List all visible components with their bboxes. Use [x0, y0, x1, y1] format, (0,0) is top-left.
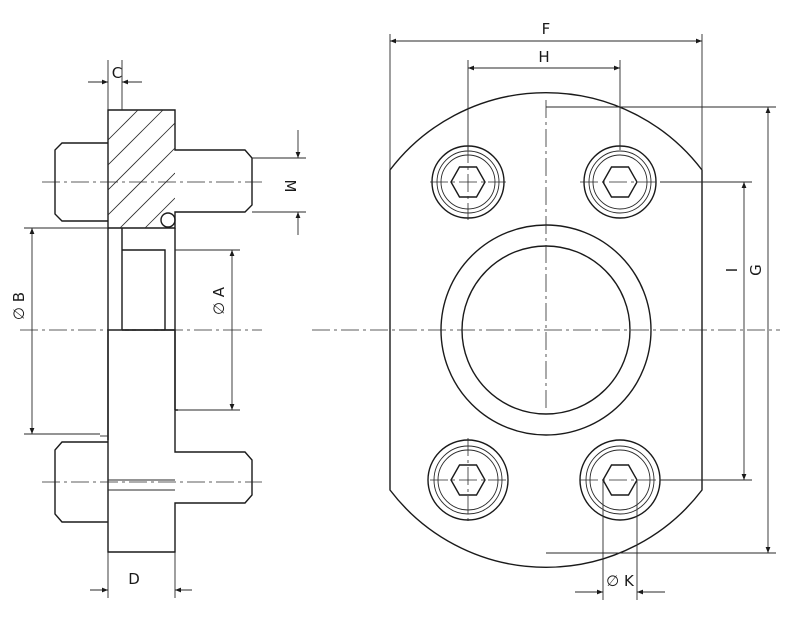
dim-label-d: D	[128, 570, 140, 588]
side-view-o-ring	[160, 212, 176, 228]
dim-label-f: F	[542, 20, 551, 38]
front-view: F H I G ∅ K	[312, 20, 780, 600]
front-view-outline	[389, 92, 703, 568]
side-view-lower-plate	[107, 329, 253, 553]
side-view: C D M ∅ B ∅ A	[10, 60, 306, 598]
dim-label-c: C	[112, 64, 122, 82]
dim-label-b: ∅ B	[10, 292, 28, 320]
dim-label-g: G	[747, 264, 765, 276]
side-view-plate	[107, 109, 253, 229]
dim-label-k: ∅ K	[606, 572, 635, 590]
dim-label-i: I	[723, 268, 741, 272]
side-view-bore	[107, 228, 178, 440]
dim-label-h: H	[538, 48, 549, 66]
side-view-hatching	[108, 110, 175, 228]
dim-label-m: M	[281, 180, 299, 193]
dim-label-a: ∅ A	[210, 286, 228, 315]
